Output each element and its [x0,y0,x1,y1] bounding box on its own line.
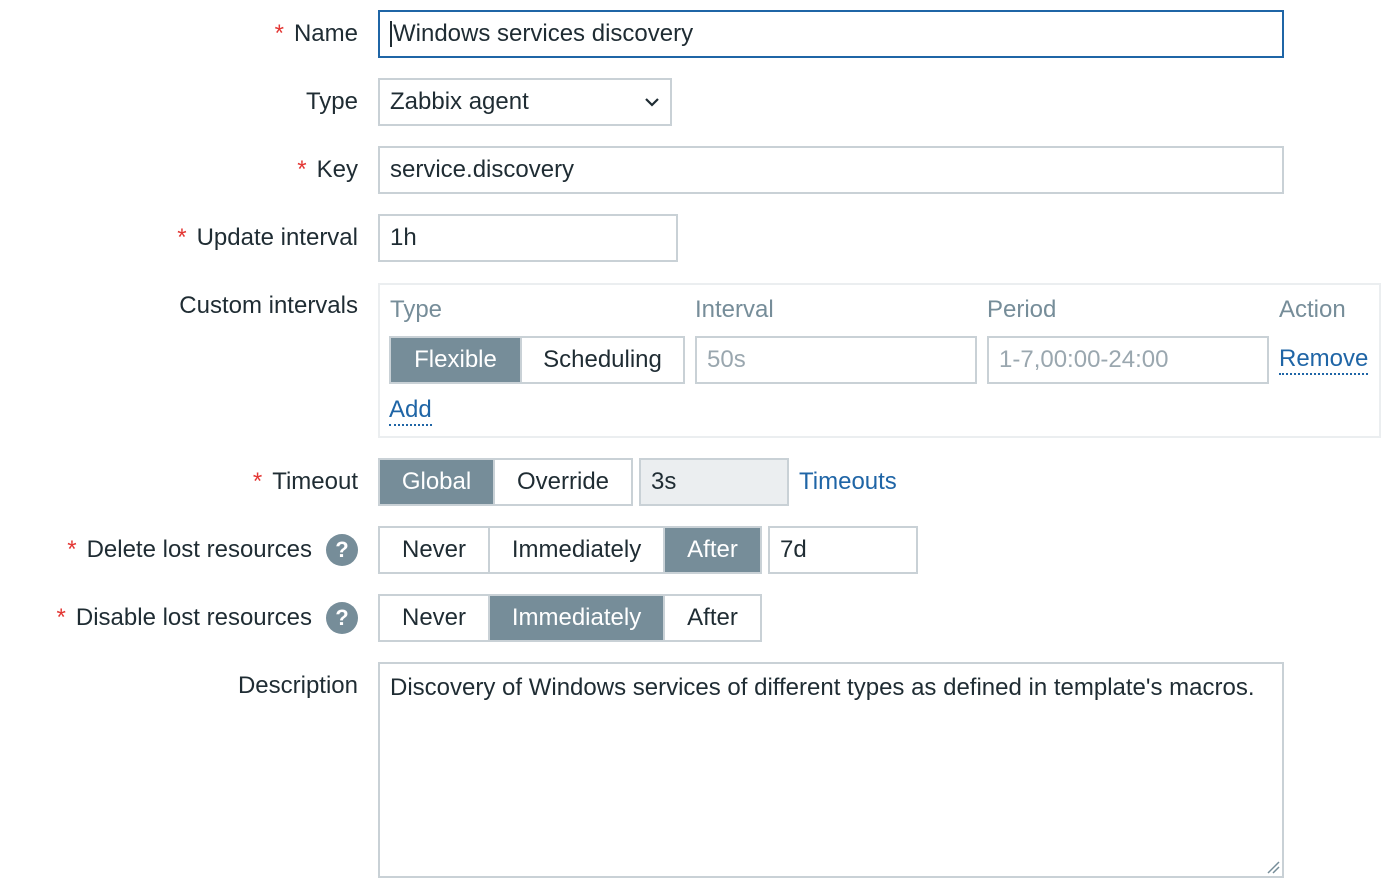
ci-header-type: Type [390,296,443,323]
delete-lost-immediately[interactable]: Immediately [490,528,665,572]
type-select[interactable]: Zabbix agent [378,78,672,126]
ci-remove-link[interactable]: Remove [1279,345,1369,375]
update-interval-input[interactable]: 1h [378,214,678,262]
ci-header-action: Action [1279,296,1346,323]
description-textarea[interactable]: Discovery of Windows services of differe… [378,662,1284,878]
ci-period-input[interactable]: 1-7,00:00-24:00 [987,336,1269,384]
required-mark: * [274,20,284,47]
help-icon[interactable]: ? [326,534,358,566]
required-mark: * [67,536,77,563]
ci-type-flexible[interactable]: Flexible [391,338,522,382]
chevron-down-icon [645,98,659,107]
required-mark: * [297,156,307,183]
delete-lost-never[interactable]: Never [380,528,490,572]
name-label: * Name [274,20,358,47]
timeouts-link[interactable]: Timeouts [799,468,897,495]
type-label: Type [305,88,358,115]
disable-lost-never[interactable]: Never [380,596,490,640]
required-mark: * [56,604,66,631]
required-mark: * [252,468,263,495]
disable-lost-immediately[interactable]: Immediately [490,596,665,640]
delete-lost-label: * Delete lost resources ? [67,532,358,568]
ci-header-interval: Interval [695,296,774,323]
text-caret [390,21,392,47]
disable-lost-after[interactable]: After [665,596,760,640]
custom-intervals-label: Custom intervals [179,292,358,319]
key-label: * Key [297,156,358,183]
timeout-global[interactable]: Global [380,460,495,504]
ci-type-scheduling[interactable]: Scheduling [522,338,683,382]
key-input[interactable]: service.discovery [378,146,1284,194]
ci-header-period: Period [987,296,1057,323]
name-input[interactable]: Windows services discovery [378,10,1284,58]
delete-lost-after[interactable]: After [665,528,760,572]
disable-lost-toggle: Never Immediately After [378,594,762,642]
delete-lost-period-input[interactable]: 7d [768,526,918,574]
help-icon[interactable]: ? [326,602,358,634]
update-interval-label: * Update interval [177,224,358,251]
ci-interval-input[interactable]: 50s [695,336,977,384]
description-label: Description [237,672,358,699]
resize-handle-icon[interactable] [1264,858,1280,874]
ci-add-link[interactable]: Add [389,396,432,426]
timeout-override[interactable]: Override [495,460,631,504]
ci-type-toggle: Flexible Scheduling [389,336,685,384]
delete-lost-toggle: Never Immediately After [378,526,762,574]
timeout-value: 3s [639,458,789,506]
custom-intervals-table [378,283,1381,438]
timeout-toggle: Global Override [378,458,633,506]
disable-lost-label: * Disable lost resources ? [57,600,358,636]
required-mark: * [177,224,187,251]
timeout-label: * Timeout [252,468,358,495]
